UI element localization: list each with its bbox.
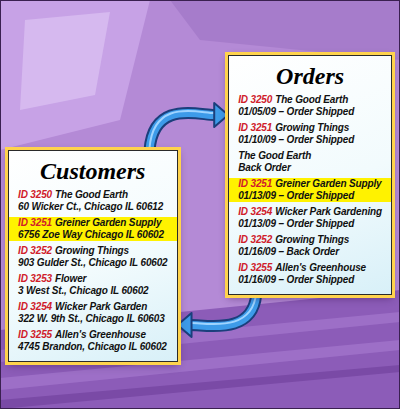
record-id: ID 3250: [18, 189, 52, 200]
record-text: Growing Things: [275, 234, 349, 245]
record-id: ID 3251: [238, 178, 272, 189]
record-text: Greiner Garden Supply: [55, 217, 161, 228]
record-id: ID 3253: [18, 273, 52, 284]
record-text: Wicker Park Gardening: [275, 206, 382, 217]
record-text: Wicker Park Garden: [55, 301, 147, 312]
record-id: ID 3254: [238, 206, 272, 217]
record-row: 01/16/09 – Order Shipped: [238, 274, 382, 286]
record-text: The Good Earth: [275, 94, 348, 105]
record-text: 01/13/09 – Order Shipped: [238, 218, 354, 229]
record-row: 01/10/09 – Order Shipped: [238, 134, 382, 146]
record-row: ID 3253Flower: [18, 273, 168, 285]
record-row: ID 3251Greiner Garden Supply: [229, 178, 391, 190]
record-row: ID 3250The Good Earth: [18, 189, 168, 201]
record-text: 01/10/09 – Order Shipped: [238, 134, 354, 145]
record-row: 01/13/09 – Order Shipped: [238, 218, 382, 230]
record-text: 3 West St., Chicago IL 60602: [18, 285, 148, 296]
record-text: Growing Things: [55, 245, 129, 256]
record-row: 6756 Zoe Way Chicago IL 60602: [9, 229, 177, 241]
record-row: The Good Earth: [238, 150, 382, 162]
record-text: 903 Gulder St., Chicago IL 60602: [18, 257, 168, 268]
cycle-arrow: [150, 103, 229, 150]
record-id: ID 3252: [238, 234, 272, 245]
record-row: 3 West St., Chicago IL 60602: [18, 285, 168, 297]
record-text: Allen's Greenhouse: [275, 262, 366, 273]
sheet-title: Customers: [40, 158, 145, 184]
record-text: 4745 Brandon, Chicago IL 60602: [18, 341, 167, 352]
record-text: 6756 Zoe Way Chicago IL 60602: [18, 229, 164, 240]
record-text: The Good Earth: [55, 189, 128, 200]
record-text: Growing Things: [275, 122, 349, 133]
record-text: 01/16/09 – Back Order: [238, 246, 339, 257]
record-text: Allen's Greenhouse: [55, 329, 146, 340]
record-id: ID 3254: [18, 301, 52, 312]
record-text: Flower: [55, 273, 86, 284]
record-row: 903 Gulder St., Chicago IL 60602: [18, 257, 168, 269]
record-row: ID 3251Growing Things: [238, 122, 382, 134]
customers-sheet: Customers ID 3250The Good Earth60 Wicker …: [8, 150, 178, 362]
cycle-arrow: [178, 293, 257, 337]
sheet-title: Orders: [276, 63, 344, 89]
orders-sheet: OrdersID 3250The Good Earth01/05/09 – Or…: [228, 55, 392, 295]
record-text: Greiner Garden Supply: [275, 178, 381, 189]
record-id: ID 3250: [238, 94, 272, 105]
record-row: ID 3255Allen's Greenhouse: [18, 329, 168, 341]
record-id: ID 3252: [18, 245, 52, 256]
record-text: 01/05/09 – Order Shipped: [238, 106, 354, 117]
record-text: 01/13/09 – Order Shipped: [238, 190, 354, 201]
record-text: 322 W. 9th St., Chicago IL 60603: [18, 313, 165, 324]
record-row: 01/05/09 – Order Shipped: [238, 106, 382, 118]
record-id: ID 3251: [238, 122, 272, 133]
record-id: ID 3251: [18, 217, 52, 228]
record-text: 01/16/09 – Order Shipped: [238, 274, 354, 285]
record-row: ID 3252Growing Things: [238, 234, 382, 246]
sheet-heading-row: Customers: [18, 157, 168, 185]
record-row: ID 3252Growing Things: [18, 245, 168, 257]
record-text: The Good Earth: [238, 150, 311, 161]
record-row: Back Order: [238, 162, 382, 174]
record-row: 01/13/09 – Order Shipped: [229, 190, 391, 202]
record-row: ID 3254Wicker Park Gardening: [238, 206, 382, 218]
record-row: 01/16/09 – Back Order: [238, 246, 382, 258]
record-row: 60 Wicker Ct., Chicago IL 60612: [18, 201, 168, 213]
record-row: ID 3254Wicker Park Garden: [18, 301, 168, 313]
record-id: ID 3255: [238, 262, 272, 273]
record-row: 322 W. 9th St., Chicago IL 60603: [18, 313, 168, 325]
record-row: 4745 Brandon, Chicago IL 60602: [18, 341, 168, 353]
record-row: ID 3250The Good Earth: [238, 94, 382, 106]
record-text: Back Order: [238, 162, 290, 173]
record-id: ID 3255: [18, 329, 52, 340]
sheet-heading-row: Orders: [238, 62, 382, 90]
record-row: ID 3255Allen's Greenhouse: [238, 262, 382, 274]
record-row: ID 3251Greiner Garden Supply: [9, 217, 177, 229]
record-text: 60 Wicker Ct., Chicago IL 60612: [18, 201, 163, 212]
